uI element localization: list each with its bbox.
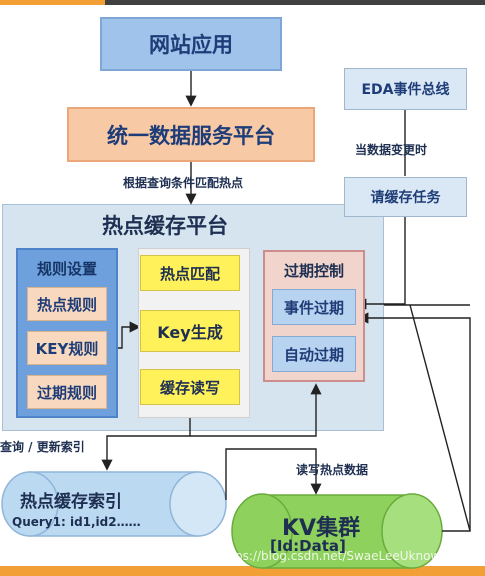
request-cache-task-box: 请缓存任务 <box>344 177 467 217</box>
eda-event-bus-box: EDA事件总线 <box>344 68 467 110</box>
rules-title: 规则设置 <box>36 259 97 278</box>
expiry-control-title: 过期控制 <box>283 261 344 280</box>
match-hotspot-label: 根据查询条件匹配热点 <box>123 176 244 190</box>
top-accent-bar <box>0 0 105 5</box>
watermark-url: https://blog.csdn.net/SwaeLeeUknow <box>218 549 441 563</box>
data-change-label: 当数据变更时 <box>355 143 428 157</box>
kv-cluster-sub-label: [Id:Data] <box>270 537 346 555</box>
key-rule-box: KEY规则 <box>27 331 107 365</box>
bottom-accent-bar <box>0 566 485 576</box>
read-write-hot-data-label: 读写热点数据 <box>296 463 369 477</box>
unified-data-service-platform-box: 统一数据服务平台 <box>67 107 315 162</box>
hot-match-box: 热点匹配 <box>140 255 240 291</box>
hot-cache-index-cylinder <box>1 471 227 537</box>
query-update-index-label: 查询 / 更新索引 <box>0 440 85 454</box>
hot-cache-index-label: 热点缓存索引 <box>20 492 122 512</box>
hot-cache-platform-title: 热点缓存平台 <box>102 214 228 238</box>
event-expire-box: 事件过期 <box>272 289 356 325</box>
query1-line: Query1: id1,id2…… <box>12 515 141 529</box>
expire-rule-box: 过期规则 <box>27 375 107 409</box>
hot-rule-box: 热点规则 <box>27 287 107 321</box>
kv-cluster-label: KV集群 <box>282 516 361 541</box>
site-application-box: 网站应用 <box>100 17 282 71</box>
cache-read-write-box: 缓存读写 <box>140 369 240 405</box>
top-dark-bar <box>105 0 485 5</box>
kv-cluster-cylinder <box>231 493 443 569</box>
key-generate-box: Key生成 <box>140 310 240 352</box>
auto-expire-box: 自动过期 <box>272 336 356 372</box>
